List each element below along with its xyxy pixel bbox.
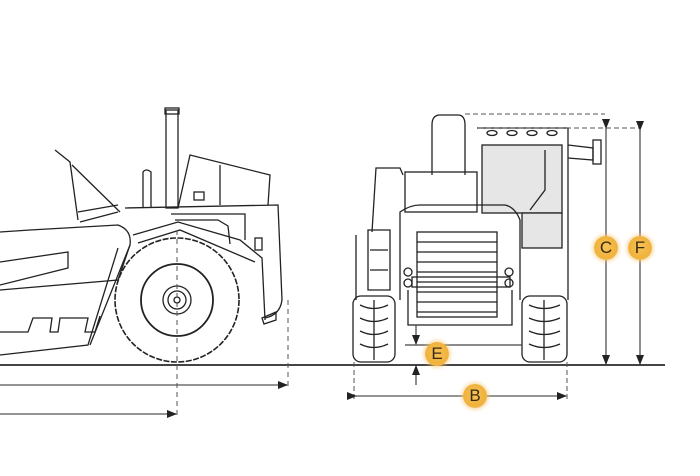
- callout-badge-F: F: [628, 236, 652, 260]
- callout-badge-C: C: [594, 236, 618, 260]
- callout-badge-E: E: [425, 342, 449, 366]
- side-view: [0, 107, 283, 363]
- front-view: [352, 114, 602, 363]
- callout-badge-B: B: [463, 384, 487, 408]
